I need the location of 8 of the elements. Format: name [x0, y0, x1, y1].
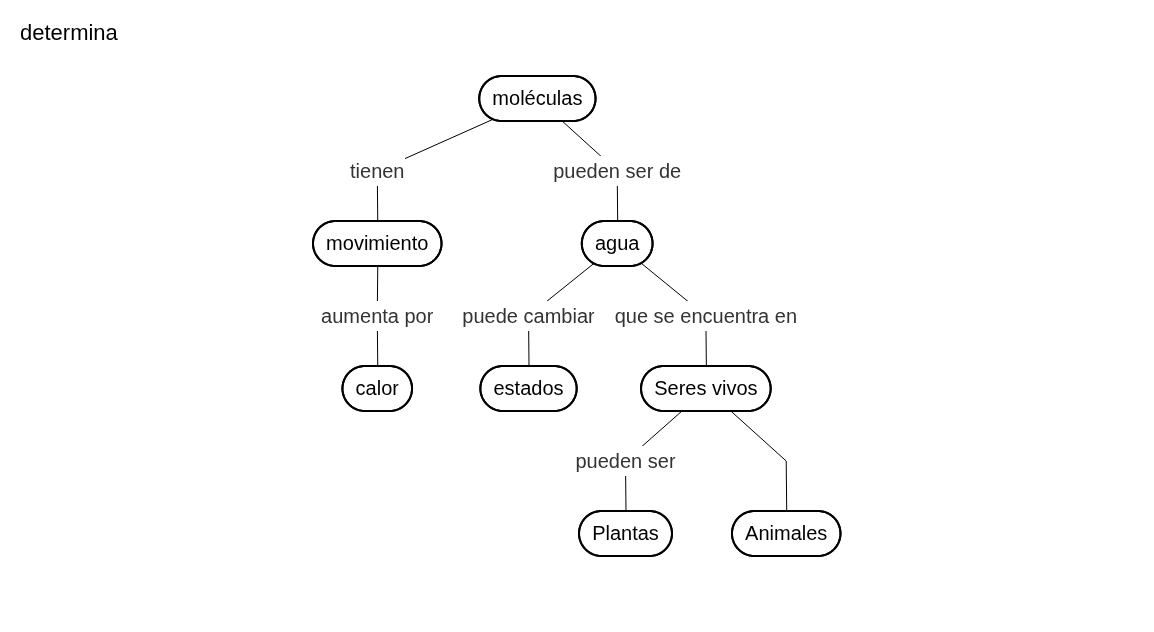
edge-label: puede cambiar: [462, 304, 595, 327]
edge-label: que se encuentra en: [614, 304, 798, 327]
edge-label: tienen: [350, 160, 405, 182]
edge-label: pueden ser: [575, 449, 676, 472]
edge-label: aumenta por: [321, 304, 434, 327]
connector: [731, 411, 788, 512]
edge-label: pueden ser de: [553, 160, 682, 182]
note-text: determina: [20, 20, 118, 46]
